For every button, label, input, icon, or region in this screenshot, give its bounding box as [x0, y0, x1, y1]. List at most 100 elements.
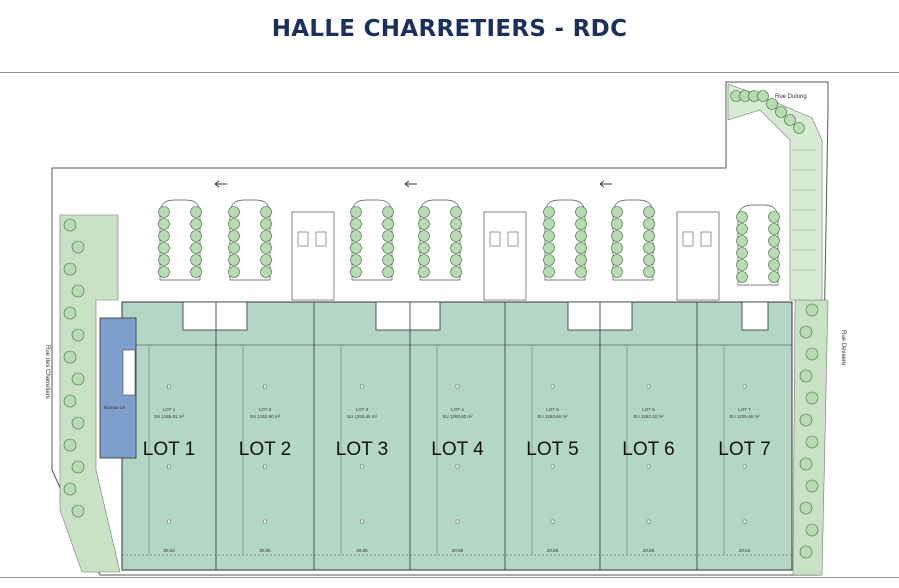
tree-icon	[543, 242, 555, 254]
lot-label: LOT 5	[526, 439, 578, 460]
tree-icon	[799, 413, 813, 427]
column-marker	[360, 384, 364, 389]
truck-icon	[297, 231, 309, 247]
column-marker	[455, 384, 460, 389]
arrow-icon	[599, 180, 612, 188]
arrow-icon	[214, 180, 227, 188]
tree-icon	[350, 230, 362, 242]
tree-icon	[190, 254, 202, 266]
page-title: HALLE CHARRETIERS - RDC	[271, 16, 628, 42]
tree-icon	[418, 218, 430, 230]
tree-icon	[158, 242, 170, 254]
tree-icon	[71, 328, 85, 342]
column-marker	[263, 464, 267, 469]
column-marker	[455, 464, 460, 469]
tree-icon	[382, 206, 394, 218]
tree-icon	[63, 218, 77, 232]
tree-icon	[575, 242, 587, 254]
tree-icon	[799, 545, 813, 559]
tree-icon	[736, 235, 748, 247]
tree-icon	[736, 211, 748, 223]
column-marker	[167, 384, 171, 389]
tree-icon	[611, 242, 623, 254]
lot-area: SU 1263.66 m²	[537, 414, 568, 419]
tree-icon	[63, 394, 77, 408]
lot-label: LOT 6	[622, 439, 674, 460]
tree-icon	[418, 266, 430, 278]
lot-width: 20.85	[259, 548, 271, 553]
tree-icon	[543, 230, 555, 242]
tree-icon	[190, 206, 202, 218]
tree-icon	[543, 266, 555, 278]
tree-icon	[450, 206, 462, 218]
tree-icon	[805, 391, 819, 405]
tree-icon	[799, 501, 813, 515]
tree-icon	[350, 266, 362, 278]
tree-icon	[768, 271, 780, 283]
lot-area: SU 1263.60 m²	[442, 414, 473, 419]
tree-icon	[768, 235, 780, 247]
tree-icon	[418, 254, 430, 266]
tree-icon	[260, 254, 272, 266]
tree-icon	[543, 254, 555, 266]
column-marker	[455, 519, 460, 524]
tree-icon	[382, 218, 394, 230]
truck-icon	[682, 231, 694, 247]
lot-area: SU 1165.81 m²	[154, 414, 184, 419]
tree-icon	[643, 206, 655, 218]
lot-small-label: LOT 4	[451, 407, 464, 412]
truck-icon	[489, 231, 501, 247]
tree-icon	[611, 218, 623, 230]
tree-icon	[611, 254, 623, 266]
tree-icon	[543, 206, 555, 218]
tree-icon	[736, 259, 748, 271]
tree-icon	[382, 242, 394, 254]
bottom-divider	[0, 577, 899, 578]
tree-icon	[450, 254, 462, 266]
column-marker	[742, 519, 747, 524]
tree-icon	[71, 284, 85, 298]
lot-width: 20.63	[739, 548, 751, 553]
tree-icon	[799, 457, 813, 471]
lot-width: 20.63	[163, 548, 175, 553]
tree-icon	[575, 230, 587, 242]
tree-icon	[260, 230, 272, 242]
lot-small-label: LOT 2	[259, 407, 272, 412]
tree-icon	[611, 206, 623, 218]
tree-icon	[418, 206, 430, 218]
tree-icon	[260, 218, 272, 230]
tree-icon	[228, 254, 240, 266]
tree-icon	[805, 479, 819, 493]
tree-icon	[260, 266, 272, 278]
tree-icon	[450, 266, 462, 278]
tree-icon	[736, 223, 748, 235]
tree-icon	[450, 230, 462, 242]
lot-width: 20.85	[452, 548, 464, 553]
tree-icon	[575, 266, 587, 278]
tree-icon	[228, 266, 240, 278]
tree-icon	[736, 271, 748, 283]
tree-icon	[450, 218, 462, 230]
tree-icon	[611, 230, 623, 242]
tree-icon	[799, 325, 813, 339]
column-marker	[550, 464, 555, 469]
tree-icon	[382, 254, 394, 266]
tree-icon	[63, 306, 77, 320]
lot-width: 20.85	[547, 548, 559, 553]
lot-label: LOT 3	[336, 439, 388, 460]
tree-icon	[643, 218, 655, 230]
lot-small-label: LOT 3	[356, 407, 369, 412]
tree-icon	[575, 254, 587, 266]
tree-icon	[793, 122, 805, 134]
tree-icon	[158, 254, 170, 266]
tree-icon	[190, 218, 202, 230]
tree-icon	[418, 230, 430, 242]
tree-icon	[350, 254, 362, 266]
tree-icon	[643, 254, 655, 266]
tree-icon	[63, 262, 77, 276]
top-right-green	[727, 83, 823, 301]
truck-icon	[507, 231, 519, 247]
truck-icon	[700, 231, 712, 247]
tree-icon	[575, 218, 587, 230]
tree-icon	[260, 206, 272, 218]
